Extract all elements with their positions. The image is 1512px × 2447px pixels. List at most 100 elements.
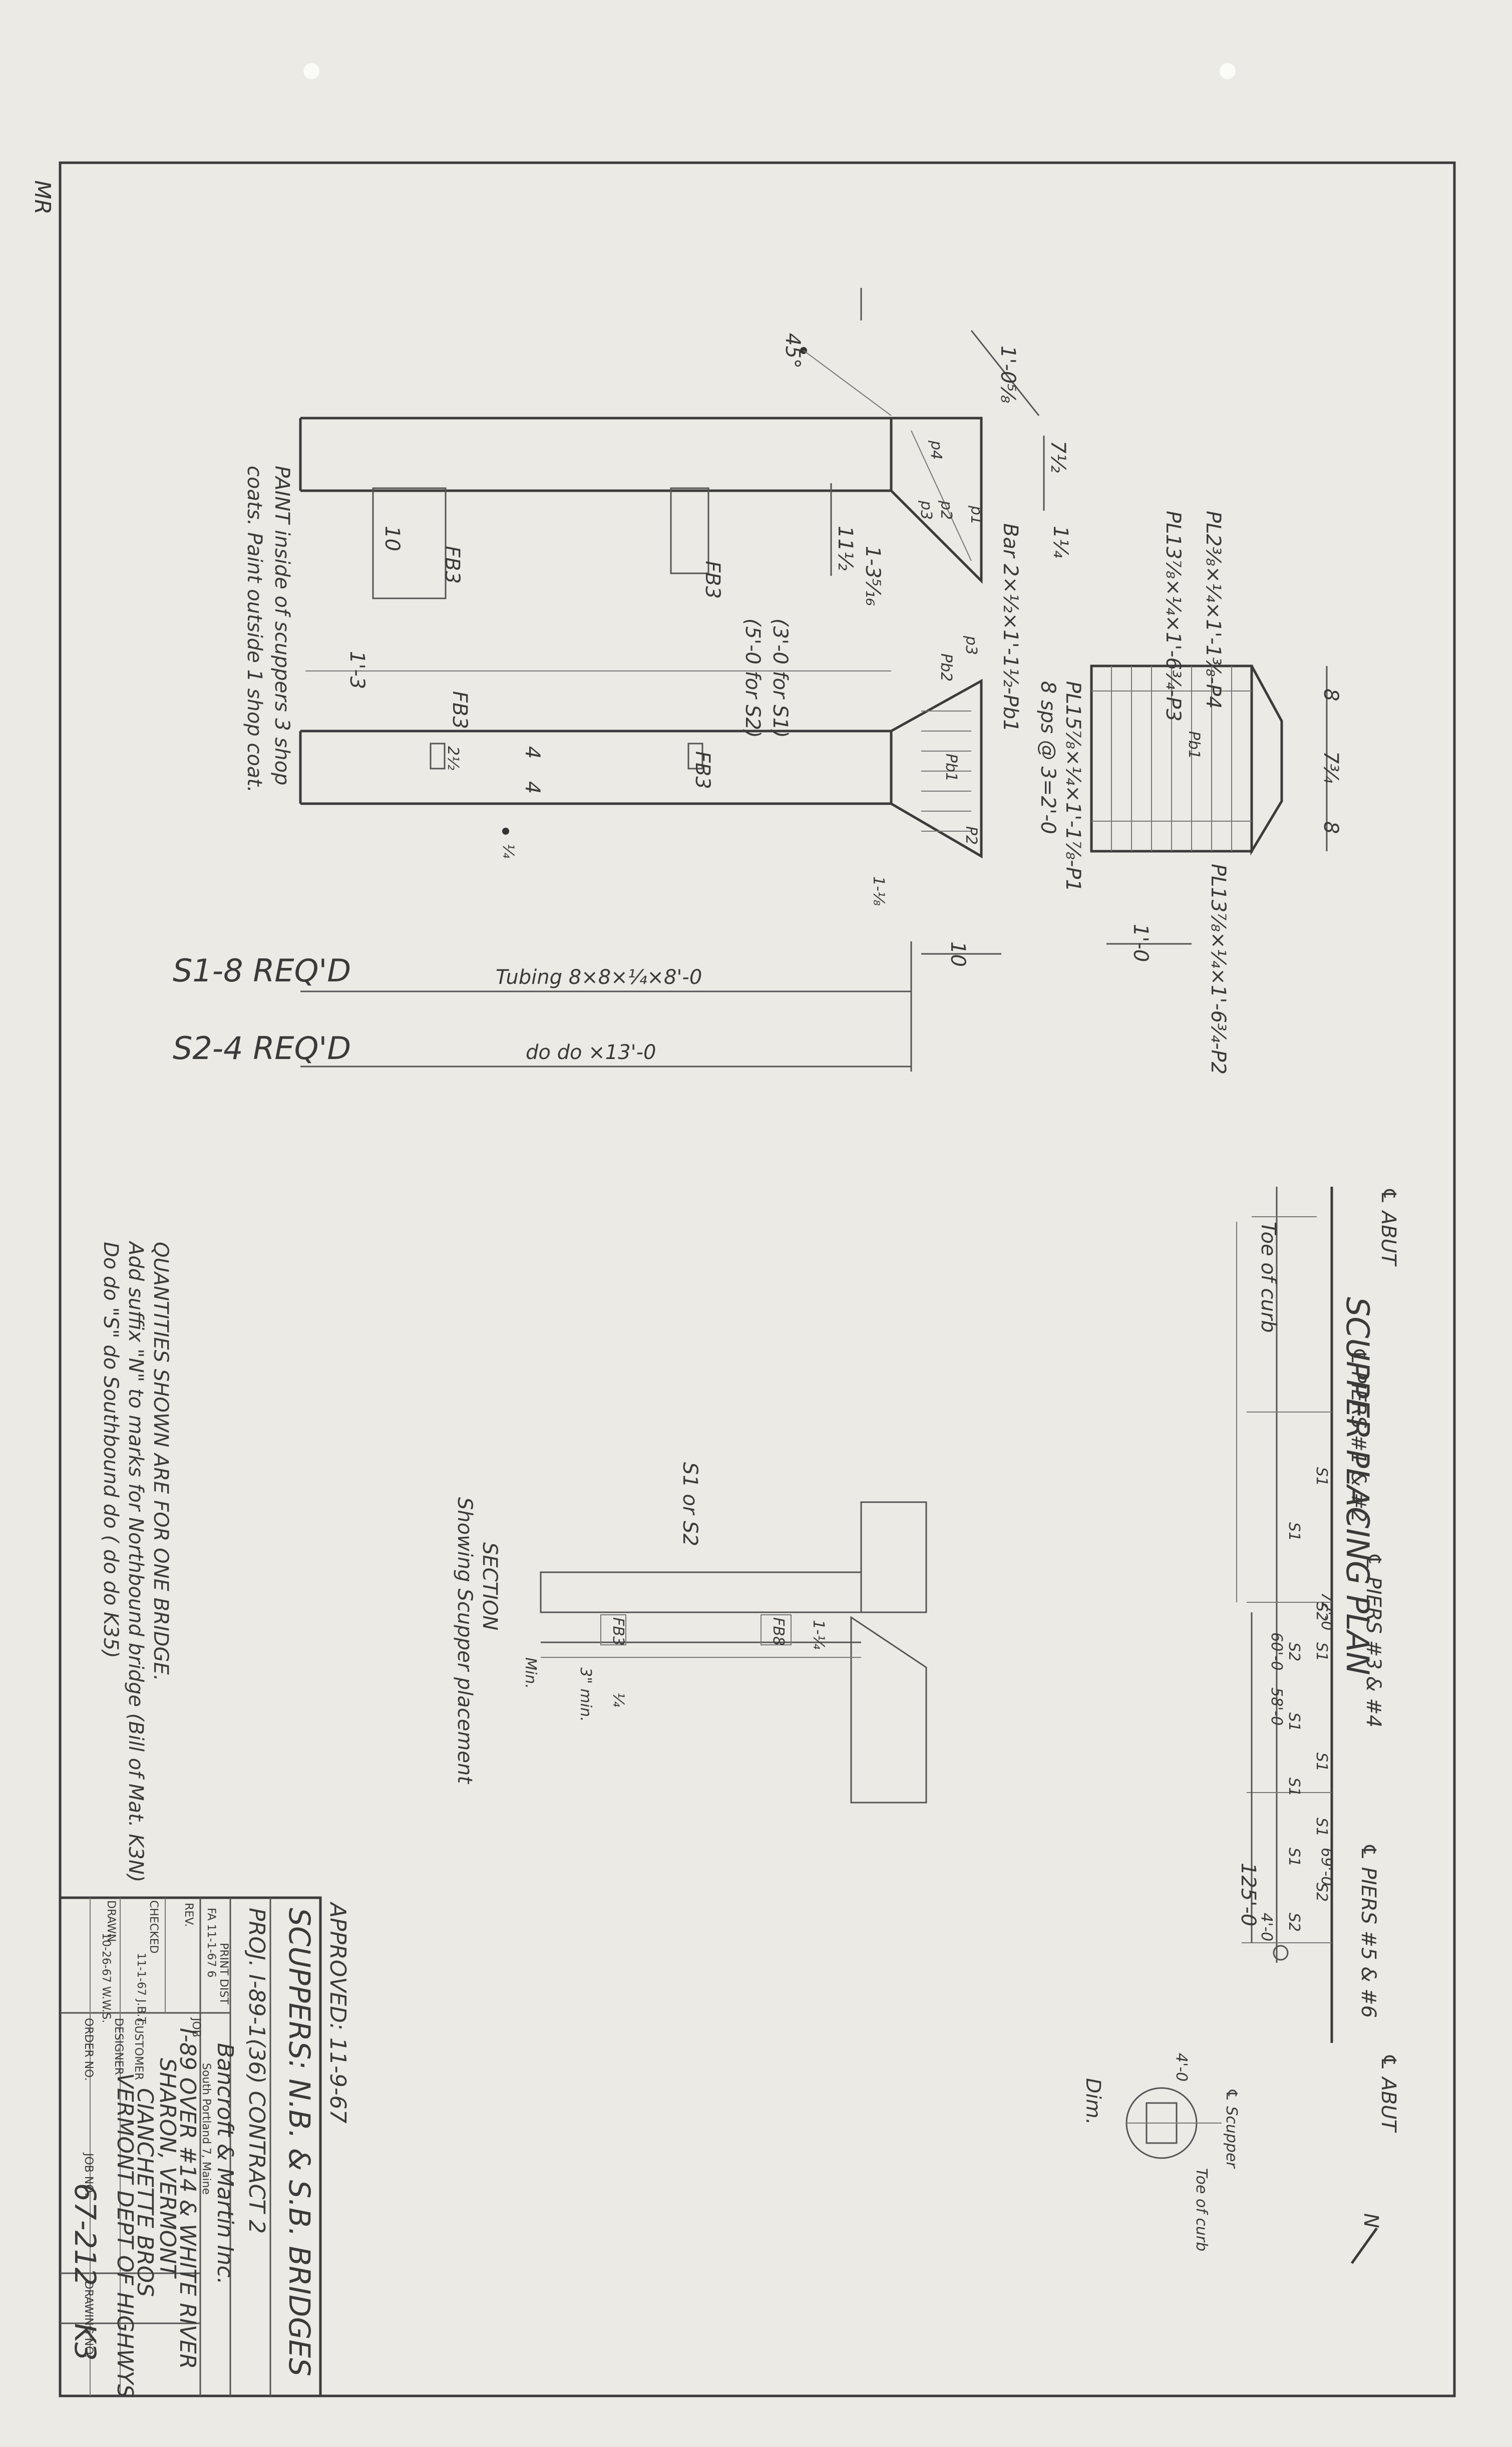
curb: [860, 1501, 927, 1613]
dim-8: 8: [1319, 821, 1342, 834]
punch-hole: [303, 63, 319, 79]
small-tag: p4: [927, 440, 945, 460]
rev-label: REV.: [182, 1903, 195, 1927]
margin-mark: MR: [30, 180, 55, 215]
designer-value: VERMONT DEPT OF HIGHWYS: [112, 2073, 138, 2398]
checked-value: 11-1-67 J.B.T.: [135, 1953, 147, 2026]
dim-1-1-4: 1¼: [1049, 526, 1072, 558]
dim-1-3-5-16: 1-3⁵⁄₁₆: [861, 546, 884, 606]
s-label: S2: [1313, 1602, 1330, 1621]
job-label: JOB: [190, 2017, 202, 2037]
job-line1: I-89 OVER #14 & WHITE RIVER: [175, 2028, 200, 2369]
dim-4: 4: [521, 781, 544, 794]
s1-tubing: Tubing 8×8×¼×8'-0: [496, 966, 702, 989]
s2-tubing: do do ×13'-0: [526, 1041, 656, 1064]
s-label: S1: [1313, 1642, 1330, 1661]
punch-hole: [1220, 63, 1236, 79]
s2-quantity: S2-4 REQ'D: [173, 1030, 351, 1067]
dim-10: 10: [946, 941, 969, 967]
dim-72-0: 72'-0: [1318, 1592, 1335, 1630]
piers-3-4: ℄ PIERS #3 & #4: [1362, 1552, 1385, 1727]
notes-line2: Add suffix "N" to marks for Northbound b…: [124, 1240, 147, 1882]
section-min: Min.: [522, 1657, 539, 1689]
toe-of-curb: Toe of curb: [1257, 1222, 1280, 1333]
fb3-tab: [430, 743, 446, 770]
title-block: APPROVED: 11-9-67 SCUPPERS: N.B. & S.B. …: [59, 1896, 350, 2398]
job-no-label: JOB NO.: [82, 2152, 95, 2196]
dim-1-0-5-8: 1'-0⅝: [996, 345, 1019, 403]
dim-2-1-2: 2½: [444, 746, 462, 770]
dim-1-3: 1'-3: [345, 651, 368, 689]
fb3-label: FB3: [448, 691, 471, 729]
approved: APPROVED: 11-9-67: [325, 1901, 350, 2124]
s-label: S1: [1313, 1753, 1330, 1772]
dim-10: 10: [381, 526, 404, 551]
small-tag: Pb1: [942, 754, 960, 782]
s1-quantity: S1-8 REQ'D: [173, 952, 351, 989]
section-fb3: FB3: [609, 1617, 627, 1646]
scupper-placing-plan: SCUPPER PLACING PLAN ℄ ABUT Toe of curb …: [1081, 1187, 1400, 2264]
dim-4-0: 4'-0: [1258, 1913, 1275, 1941]
dim-125-0: 125'-0: [1237, 1863, 1260, 1926]
weld-symbol: ¼: [499, 844, 517, 858]
placing-plan-title: SCUPPER PLACING PLAN: [1339, 1297, 1376, 1675]
fb3-label: FB3: [691, 751, 714, 789]
notes-line1: QUANTITIES SHOWN ARE FOR ONE BRIDGE.: [149, 1242, 172, 1681]
print-dist-value: FA 11-1-67 6: [205, 1908, 217, 1978]
fb3-plate: [372, 487, 447, 599]
piers-1-2: ℄ PIERS #1 & #2: [1347, 1347, 1370, 1522]
weld-45: 45°: [781, 333, 804, 369]
dim-1-1-8: 1-⅛: [870, 876, 887, 906]
s-label: S1: [1285, 1522, 1303, 1541]
dim-1-0: 1'-0: [1129, 924, 1152, 962]
drawn-label: DRAWN: [105, 1900, 117, 1942]
drawing-no-value: K3: [68, 2323, 102, 2361]
plate-p4: PL2⅜×¼×1'-1⅜-P4: [1202, 511, 1225, 709]
fb3-label: FB3: [701, 561, 724, 599]
section-fb8: FB8: [770, 1617, 787, 1646]
customer-value: CIANCHETTE BROS: [132, 2088, 158, 2297]
project: PROJ. I-89-1(36) CONTRACT 2: [244, 1908, 269, 2234]
job-line2: SHARON, VERMONT: [155, 2058, 180, 2279]
cl-abut-bottom: ℄ ABUT: [1377, 2053, 1400, 2134]
s-label: S2: [1285, 1913, 1303, 1932]
bar-label: Bar 2×½×1'-1½-Pb1: [999, 523, 1022, 732]
plate-p2: PL13⅞×¼×1'-6¾-P2: [1207, 864, 1230, 1075]
dim-4: 4: [521, 746, 544, 759]
section-detail: SECTION Showing Scupper placement S1 or …: [453, 1462, 927, 1804]
small-tag: P2: [962, 826, 980, 845]
section-min-3: 3" min.: [577, 1667, 594, 1722]
section-title: SECTION: [478, 1542, 501, 1630]
abutment: [850, 1616, 927, 1804]
drawing-no-label: DRAWING NO.: [82, 2281, 95, 2358]
s-label: S1: [1285, 1778, 1303, 1797]
s-label: S1: [1285, 1848, 1303, 1867]
small-tag: p3: [962, 635, 980, 655]
firm-line2: South Portland 7, Maine: [200, 2063, 212, 2195]
order-no-label: ORDER NO.: [82, 2018, 95, 2081]
title-block-frame: [59, 1896, 322, 2397]
north-arrow: [1350, 2227, 1378, 2264]
plate-p3: PL13⅞×¼×1'-6¾-P3: [1162, 511, 1185, 722]
checked-label: CHECKED: [147, 1900, 160, 1953]
spacing-note-s1: (3'-0 for S1): [769, 618, 792, 738]
drawing-title: SCUPPERS: N.B. & S.B. BRIDGES: [282, 1908, 316, 2376]
dim-8: 8: [1319, 688, 1342, 701]
dim-11-1-2: 11½: [834, 526, 857, 571]
toe-of-curb-2: Toe of curb: [1193, 2168, 1210, 2251]
fb3-label: FB3: [441, 546, 464, 584]
scupper-marker: [1273, 1945, 1289, 1961]
s-label: S1: [1313, 1818, 1330, 1837]
dim-4-0-b: 4'-0: [1173, 2053, 1190, 2081]
section-tube: [540, 1571, 862, 1613]
small-tag: p1: [967, 505, 985, 525]
dim-60-0: 60'-0: [1268, 1632, 1285, 1670]
north-label: N: [1359, 2213, 1382, 2228]
section-s1-or-s2: S1 or S2: [678, 1462, 701, 1546]
dim-7-3-4: 7¾: [1319, 751, 1342, 783]
s-label: S2: [1313, 1883, 1330, 1902]
dim-label: Dim.: [1081, 2078, 1104, 2125]
dim-7-1-2: 7½: [1046, 441, 1069, 473]
cl-abut-top: ℄ ABUT: [1377, 1187, 1400, 1267]
